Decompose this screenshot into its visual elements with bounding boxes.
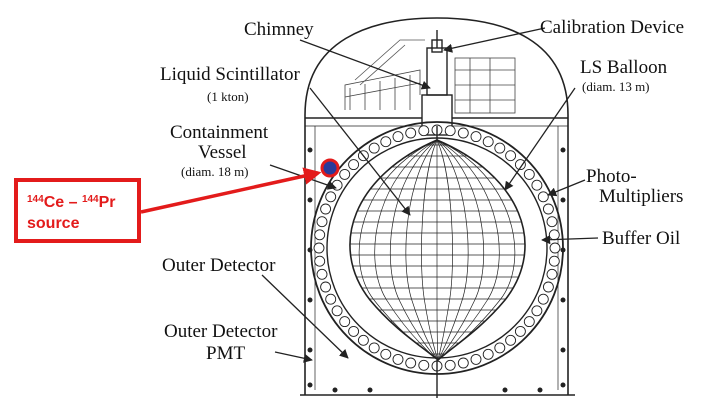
pmt-icon <box>546 268 558 280</box>
pmt-icon <box>514 325 526 337</box>
label-ls-balloon: LS Balloon <box>580 57 668 78</box>
pmt-icon <box>368 342 380 354</box>
pmt-icon <box>314 229 326 241</box>
pmt-icon <box>537 293 549 305</box>
pmt-icon <box>418 125 430 137</box>
pmt-icon <box>457 357 469 369</box>
pmt-icon <box>316 216 328 228</box>
label-outer-detector: Outer Detector <box>162 255 276 276</box>
label-photomultipliers-2: Multipliers <box>599 186 684 207</box>
ls-balloon <box>349 126 526 398</box>
pmt-icon <box>313 242 325 254</box>
pmt-icon <box>392 131 404 143</box>
pmt-icon <box>548 255 560 267</box>
pmt-icon <box>444 359 456 371</box>
label-containment-vessel-size: (diam. 18 m) <box>181 164 249 179</box>
label-outer-detector-pmt-2: PMT <box>206 343 246 364</box>
outer-detector-pmts <box>307 147 566 393</box>
isotope2-mass: 144 <box>81 194 99 205</box>
pmt-icon <box>348 325 360 337</box>
label-containment-vessel-2: Vessel <box>198 142 247 163</box>
pmt-icon <box>314 255 326 267</box>
pmt-icon <box>339 316 351 328</box>
pmt-icon <box>482 348 494 360</box>
pmt-icon <box>494 142 506 154</box>
source-isotopes: 144Ce – 144Pr <box>27 191 116 212</box>
isotope1: Ce <box>43 194 65 211</box>
pmt-icon <box>325 293 337 305</box>
isotope2: Pr <box>98 194 116 211</box>
pmt-icon <box>531 179 543 191</box>
source-callout: 144Ce – 144Pr source <box>14 178 141 243</box>
pmt-icon <box>505 150 517 162</box>
label-outer-detector-pmt-1: Outer Detector <box>164 321 278 342</box>
label-calibration-device: Calibration Device <box>540 17 685 38</box>
source-arrow <box>140 167 322 214</box>
label-buffer-oil: Buffer Oil <box>602 228 681 249</box>
label-chimney: Chimney <box>244 19 314 40</box>
pmt-icon <box>542 203 554 215</box>
pmt-icon <box>348 159 360 171</box>
pmt-icon <box>505 334 517 346</box>
pmt-icon <box>320 203 332 215</box>
pmt-icon <box>380 136 392 148</box>
pmt-icon <box>325 191 337 203</box>
pmt-icon <box>542 281 554 293</box>
pmt-icon <box>546 216 558 228</box>
pmt-icon <box>331 305 343 317</box>
pmt-icon <box>470 353 482 365</box>
source-word: source <box>27 215 80 232</box>
label-containment-vessel-1: Containment <box>170 122 269 143</box>
pmt-icon <box>523 316 535 328</box>
pmt-icon <box>316 268 328 280</box>
pmt-icon <box>514 159 526 171</box>
pmt-icon <box>444 125 456 137</box>
pmt-icon <box>331 179 343 191</box>
pmt-icon <box>392 353 404 365</box>
label-liquid-scintillator-size: (1 kton) <box>207 89 249 104</box>
pmt-icon <box>405 127 417 139</box>
isotope1-mass: 144 <box>27 194 44 205</box>
chimney <box>421 30 453 136</box>
pmt-icon <box>470 131 482 143</box>
pmt-icon <box>523 168 535 180</box>
pmt-icon <box>418 359 430 371</box>
label-photomultipliers-1: Photo- <box>586 166 637 187</box>
pmt-icon <box>494 342 506 354</box>
pmt-icon <box>537 191 549 203</box>
pmt-icon <box>339 168 351 180</box>
pmt-icon <box>548 229 560 241</box>
pmt-icon <box>320 281 332 293</box>
pmt-icon <box>549 242 561 254</box>
isotope-dash: – <box>64 194 82 211</box>
pmt-icon <box>380 348 392 360</box>
label-liquid-scintillator: Liquid Scintillator <box>160 64 300 85</box>
source-marker <box>320 158 340 178</box>
pmt-icon <box>531 305 543 317</box>
photomultiplier-ring <box>313 124 561 372</box>
leader-lines <box>261 27 599 363</box>
calibration-structure <box>344 39 516 114</box>
pmt-icon <box>368 142 380 154</box>
pmt-icon <box>357 334 369 346</box>
pmt-icon <box>457 127 469 139</box>
pmt-icon <box>482 136 494 148</box>
label-ls-balloon-size: (diam. 13 m) <box>582 79 650 94</box>
pmt-icon <box>405 357 417 369</box>
